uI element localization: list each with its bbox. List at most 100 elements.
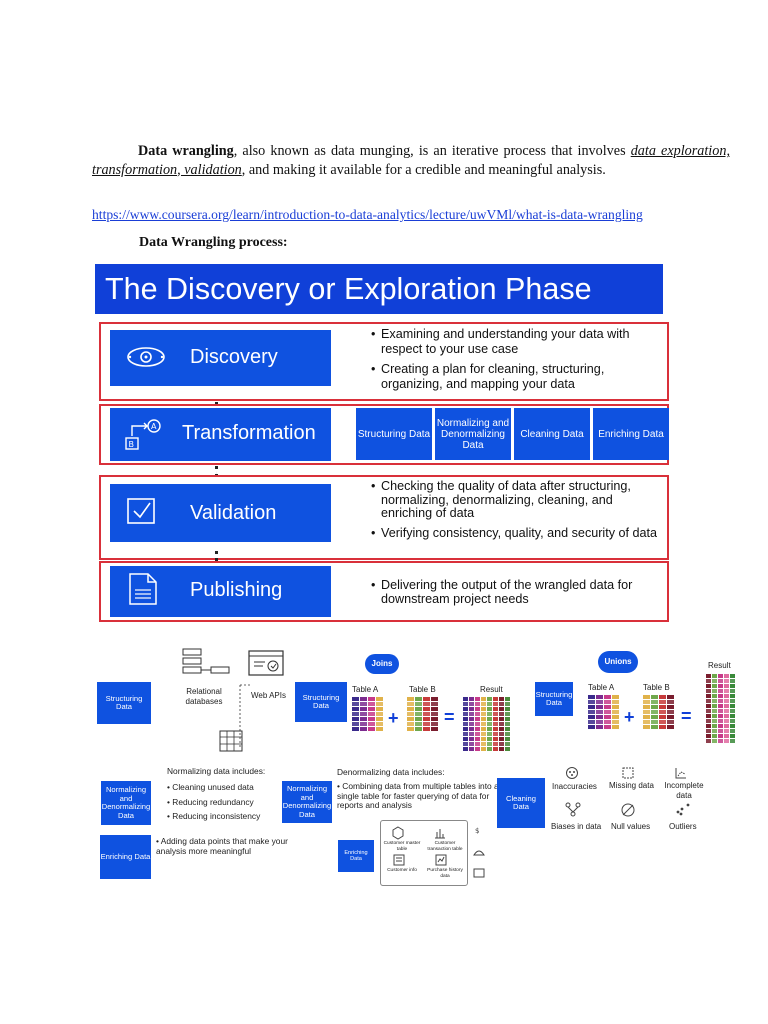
table-cell [423,712,430,716]
table-cell [469,702,474,706]
table-cell [706,694,711,698]
table-cell [493,742,498,746]
table-cell [493,732,498,736]
table-cell [352,707,359,711]
table-cell [505,722,510,726]
table-cell [659,695,666,699]
table-cell [487,702,492,706]
table-cell [596,720,603,724]
table-cell [493,747,498,751]
svg-text:B: B [129,440,135,449]
table-cell [469,747,474,751]
table-cell [643,725,650,729]
database-tables-icon [182,648,230,674]
table-cell [493,727,498,731]
missing-data-icon [622,767,634,779]
table-cell [368,697,375,701]
validation-label: Validation [190,502,277,524]
table-cell [604,725,611,729]
table-cell [352,702,359,706]
table-cell [667,700,674,704]
table-cell [499,737,504,741]
table-cell [463,742,468,746]
clean-item-incomplete: Incomplete data [664,781,704,800]
discovery-row: Discovery Examining and understanding yo… [99,322,669,401]
table-cell [505,702,510,706]
table-cell [706,679,711,683]
intro-text-1: , also known as data munging, is an iter… [233,143,631,159]
tile-customer-info: Customer info [387,868,417,873]
table-cell [481,747,486,751]
table-cell [360,707,367,711]
normalizing-list: • Cleaning unused data • Reducing redund… [167,782,261,821]
table-cell [360,727,367,731]
table-cell [352,722,359,726]
union-table-b-label: Table B [643,683,670,692]
table-cell [724,714,729,718]
table-cell [415,697,422,701]
join-result-table [463,697,510,751]
table-cell [475,702,480,706]
grid-icon [219,730,243,752]
table-cell [431,717,438,721]
discovery-box: Discovery [110,330,331,386]
table-cell [730,739,735,743]
table-cell [706,729,711,733]
table-cell [463,717,468,721]
table-cell [481,712,486,716]
table-cell [730,674,735,678]
table-cell [730,704,735,708]
table-cell [475,712,480,716]
table-cell [712,684,717,688]
table-cell [469,712,474,716]
table-cell [667,725,674,729]
table-cell [706,674,711,678]
table-cell [718,709,723,713]
table-cell [481,707,486,711]
discovery-bullet-2: Creating a plan for cleaning, structurin… [371,362,661,391]
table-cell [712,689,717,693]
coursera-link[interactable]: https://www.coursera.org/learn/introduct… [92,207,643,222]
table-cell [463,737,468,741]
table-cell [487,697,492,701]
table-cell [487,737,492,741]
table-cell [730,734,735,738]
table-cell [475,697,480,701]
table-cell [407,697,414,701]
table-cell [718,714,723,718]
table-cell [612,720,619,724]
table-cell [487,707,492,711]
table-cell [712,704,717,708]
table-cell [475,737,480,741]
table-cell [423,717,430,721]
table-cell [487,717,492,721]
table-cell [596,705,603,709]
table-cell [712,719,717,723]
table-cell [667,715,674,719]
publishing-bullet-1: Delivering the output of the wrangled da… [371,578,661,606]
plus-sign: + [624,707,635,727]
table-cell [612,705,619,709]
discovery-phase-figure: The Discovery or Exploration Phase Disco… [93,263,670,624]
table-cell [463,707,468,711]
table-cell [724,734,729,738]
table-cell [376,722,383,726]
table-cell [712,724,717,728]
table-cell [718,694,723,698]
table-cell [718,734,723,738]
table-cell [463,712,468,716]
figure-title: The Discovery or Exploration Phase [95,264,663,314]
table-cell [604,700,611,704]
table-cell [718,724,723,728]
table-cell [724,674,729,678]
validation-bullet-1: Checking the quality of data after struc… [371,479,661,521]
table-cell [724,724,729,728]
table-cell [659,710,666,714]
table-cell [706,689,711,693]
table-cell [499,702,504,706]
table-cell [352,727,359,731]
table-cell [596,710,603,714]
table-cell [499,742,504,746]
table-cell [659,725,666,729]
table-cell [643,695,650,699]
